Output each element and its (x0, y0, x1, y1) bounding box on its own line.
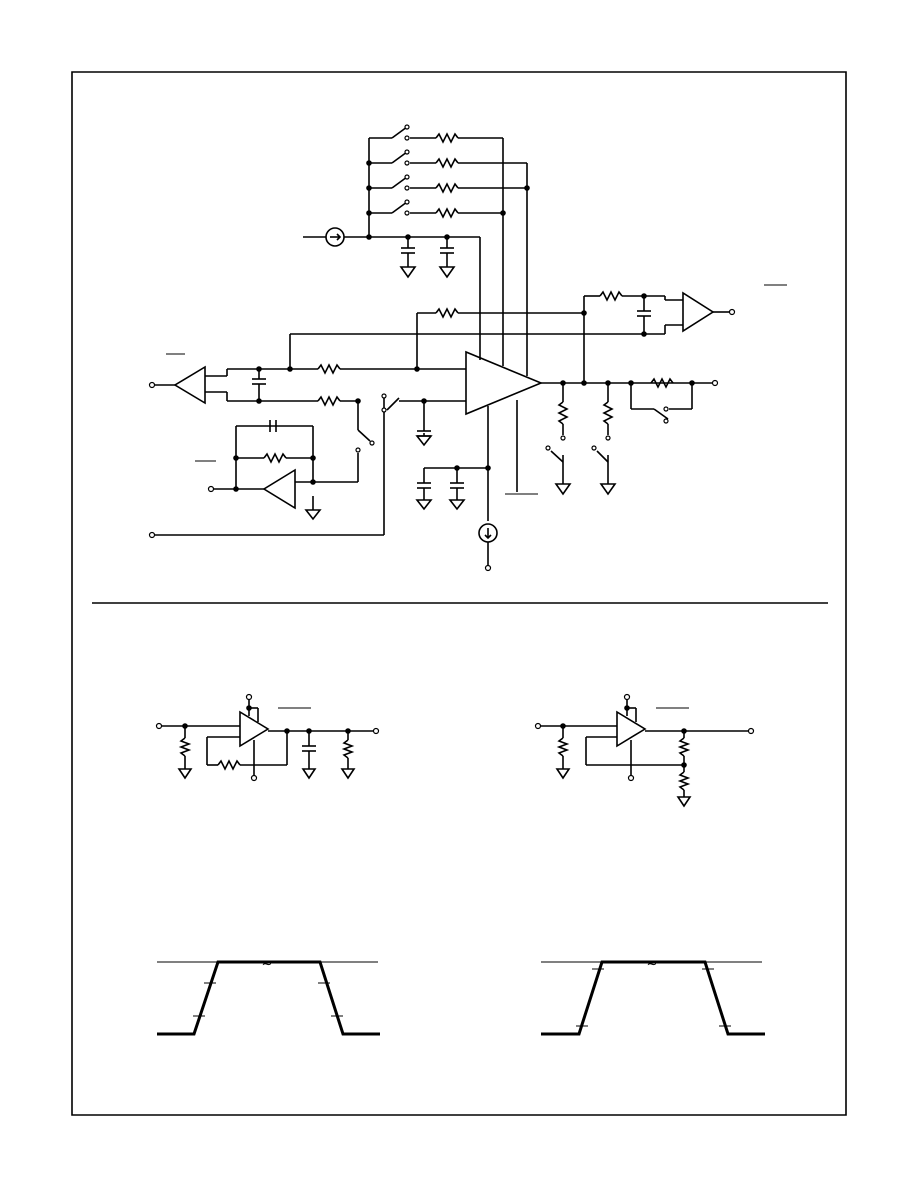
ground-icon (678, 797, 690, 806)
resistor-icon (318, 397, 340, 405)
resistor-icon (436, 159, 458, 167)
resistor-icon (436, 209, 458, 217)
ground-icon (179, 769, 191, 778)
switch-icon (392, 152, 407, 163)
resistor-icon (344, 740, 352, 758)
ground-icon (557, 769, 569, 778)
current-source-icon (479, 524, 497, 542)
main-comparator-icon (466, 352, 541, 414)
resistor-icon (651, 379, 673, 387)
ground-icon (342, 769, 354, 778)
resistor-icon (181, 738, 189, 756)
comparator-icon (617, 712, 645, 746)
resistor-icon (436, 309, 458, 317)
resistor-icon (559, 738, 567, 756)
switch-icon (358, 430, 370, 441)
input-current-source-icon (303, 228, 480, 246)
ground-icon (417, 500, 431, 509)
switch-icon (387, 398, 399, 410)
switch-bank (366, 125, 530, 240)
comparator-icon (240, 712, 268, 746)
buffer-amp-icon (683, 293, 713, 331)
ground-icon (401, 267, 415, 277)
resistor-icon (318, 365, 340, 373)
resistor-icon (436, 134, 458, 142)
ground-icon (303, 769, 315, 778)
resistor-icon (559, 402, 567, 424)
ground-icon (417, 436, 431, 445)
ground-icon (556, 484, 570, 494)
switch-icon (654, 409, 668, 419)
ground-icon (440, 267, 454, 277)
resistor-icon (680, 738, 688, 756)
load-circuit-left (157, 695, 379, 781)
ground-icon (450, 500, 464, 509)
switch-icon (392, 127, 407, 138)
buffer-amp-icon (175, 367, 205, 403)
load-circuit-right (536, 695, 754, 807)
resistor-icon (436, 184, 458, 192)
switch-icon (551, 451, 563, 462)
switch-icon (392, 177, 407, 188)
waveform-right: ≈ (541, 956, 765, 1034)
switch-icon (392, 202, 407, 213)
capacitor-icon (440, 234, 454, 277)
buffer-amp-icon (264, 470, 295, 508)
resistor-icon (604, 402, 612, 424)
resistor-icon (218, 761, 240, 769)
page-frame (72, 72, 846, 1115)
capacitor-icon (401, 234, 415, 277)
test-circuit (150, 125, 788, 571)
resistor-icon (600, 292, 622, 300)
switch-icon (597, 451, 608, 462)
break-symbol: ≈ (647, 956, 658, 971)
waveform-left: ≈ (157, 956, 380, 1034)
ground-icon (306, 510, 320, 519)
break-symbol: ≈ (262, 956, 273, 971)
ground-icon (601, 484, 615, 494)
resistor-icon (264, 454, 286, 462)
resistor-icon (680, 772, 688, 790)
